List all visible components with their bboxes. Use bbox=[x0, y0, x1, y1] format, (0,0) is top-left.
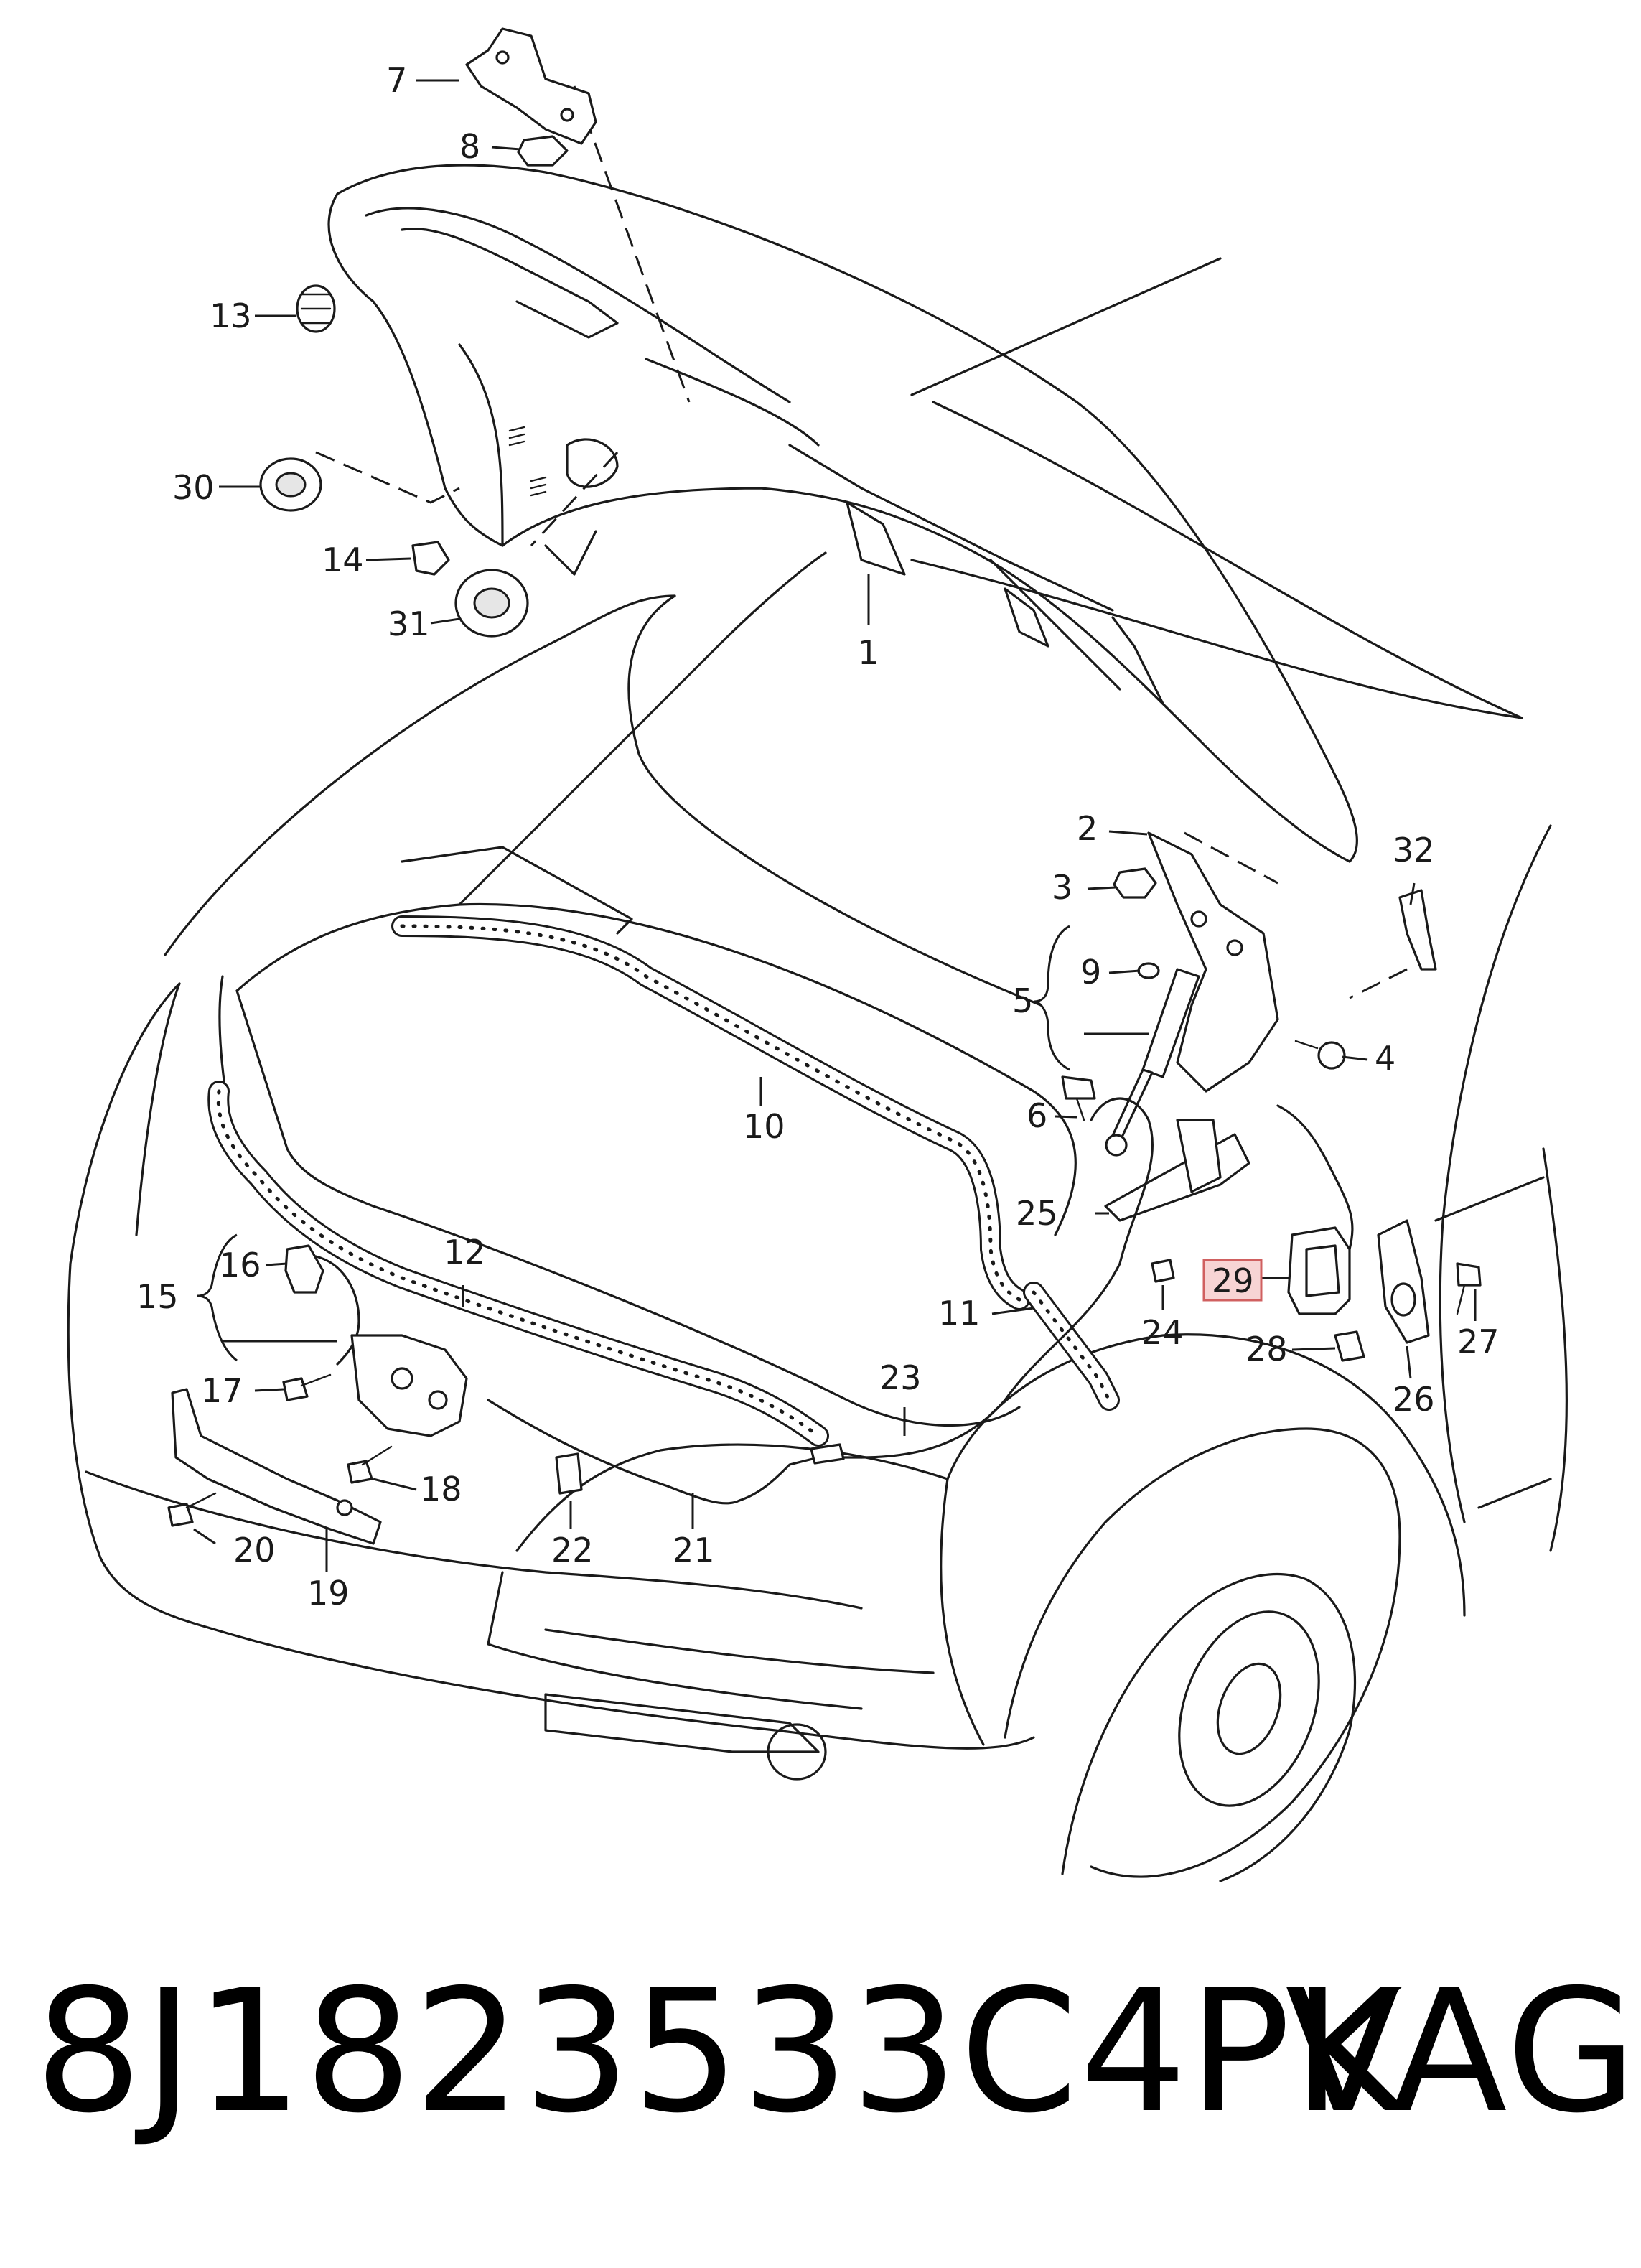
callout-15: 15 bbox=[136, 1277, 179, 1316]
exploded-view-drawing: 1 2 3 4 5 6 7 8 9 10 11 12 13 14 15 16 1… bbox=[67, 27, 1568, 1882]
bolt-27 bbox=[1456, 1262, 1482, 1315]
lock-latch bbox=[350, 1334, 468, 1437]
callout-29-highlight bbox=[1202, 1259, 1263, 1302]
callout-2: 2 bbox=[1077, 809, 1098, 848]
nut-8 bbox=[517, 135, 569, 167]
cable-21-23 bbox=[487, 1097, 1354, 1505]
callout-1: 1 bbox=[858, 633, 879, 672]
callout-5: 5 bbox=[1012, 981, 1033, 1020]
car-body-outline bbox=[67, 257, 1568, 1882]
clip-22 bbox=[555, 1452, 583, 1495]
switch-16 bbox=[284, 1244, 360, 1366]
callout-3: 3 bbox=[1052, 868, 1072, 907]
bracket-25 bbox=[1104, 1119, 1250, 1222]
bolt-4 bbox=[1294, 1040, 1346, 1070]
cover-32 bbox=[1398, 889, 1437, 971]
gas-strut-5 bbox=[1105, 962, 1200, 1157]
callout-7: 7 bbox=[386, 61, 407, 100]
callout-25: 25 bbox=[1016, 1194, 1058, 1233]
grommet-31 bbox=[454, 569, 529, 638]
bolt-20 bbox=[167, 1492, 217, 1527]
brand-name: VAG bbox=[1285, 1953, 1639, 2150]
callout-31: 31 bbox=[388, 605, 430, 643]
bolt-6 bbox=[1061, 1075, 1096, 1121]
callout-6: 6 bbox=[1027, 1096, 1047, 1135]
callout-29: 29 bbox=[1212, 1261, 1254, 1300]
callout-23: 23 bbox=[879, 1358, 922, 1397]
callout-24: 24 bbox=[1141, 1313, 1184, 1352]
callout-17: 17 bbox=[201, 1371, 243, 1410]
lever-26 bbox=[1377, 1219, 1430, 1344]
callout-18: 18 bbox=[420, 1470, 462, 1508]
hinge-bracket-7 bbox=[465, 27, 597, 145]
part-number: 8J1823533C4PK bbox=[34, 1953, 1405, 2150]
callout-21: 21 bbox=[673, 1531, 715, 1569]
callout-27: 27 bbox=[1457, 1322, 1500, 1361]
callout-13: 13 bbox=[210, 297, 252, 335]
nut-3 bbox=[1113, 867, 1157, 899]
bolt-18 bbox=[347, 1445, 393, 1484]
bolt-17 bbox=[282, 1373, 332, 1401]
callout-20: 20 bbox=[233, 1531, 276, 1569]
seal-10 bbox=[391, 915, 1030, 1310]
callout-19: 19 bbox=[307, 1574, 350, 1613]
hinge-2 bbox=[1147, 831, 1279, 1093]
callout-22: 22 bbox=[551, 1531, 594, 1569]
callout-8: 8 bbox=[459, 127, 480, 166]
callout-11: 11 bbox=[938, 1294, 981, 1333]
callout-labels: 1 2 3 4 5 6 7 8 9 10 11 12 13 14 15 16 1… bbox=[136, 61, 1500, 1613]
grommet-30 bbox=[259, 457, 322, 512]
cable-clip-24 bbox=[1151, 1259, 1175, 1283]
seal-12 bbox=[207, 1081, 829, 1447]
leader-lines bbox=[193, 79, 1477, 1572]
callout-26: 26 bbox=[1393, 1380, 1435, 1419]
callout-9: 9 bbox=[1080, 953, 1101, 991]
callout-14: 14 bbox=[322, 541, 364, 579]
release-handle-29 bbox=[1287, 1226, 1351, 1315]
callout-10: 10 bbox=[743, 1107, 785, 1146]
callout-12: 12 bbox=[444, 1233, 486, 1271]
seal-11 bbox=[1023, 1282, 1120, 1411]
callout-28: 28 bbox=[1245, 1330, 1288, 1368]
buffer-13 bbox=[296, 284, 336, 333]
hood-panel bbox=[315, 85, 1408, 999]
callout-4: 4 bbox=[1375, 1039, 1395, 1078]
clip-14 bbox=[411, 541, 450, 576]
callout-30: 30 bbox=[172, 468, 215, 507]
callout-16: 16 bbox=[219, 1246, 261, 1284]
pin-28 bbox=[1334, 1330, 1365, 1362]
carrier-19 bbox=[171, 1388, 382, 1545]
parts-diagram: 1 2 3 4 5 6 7 8 9 10 11 12 13 14 15 16 1… bbox=[67, 27, 1568, 1882]
callout-32: 32 bbox=[1393, 831, 1435, 869]
